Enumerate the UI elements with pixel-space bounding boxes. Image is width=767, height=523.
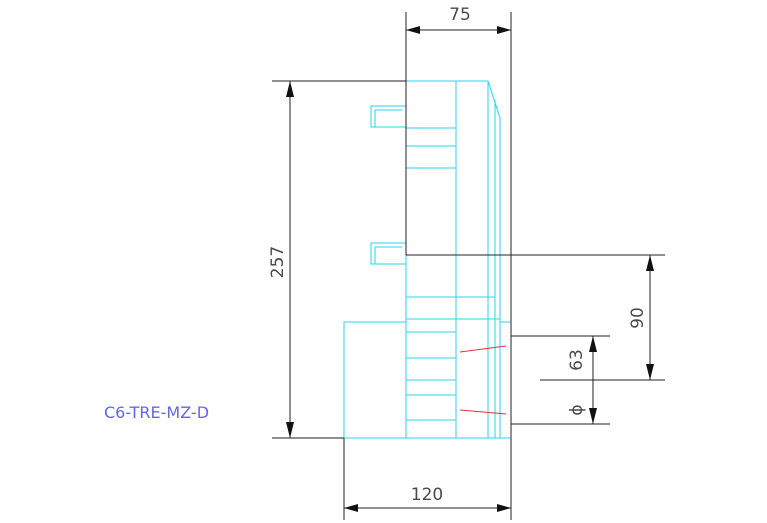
dim-top-width: 75 [449,5,471,25]
dim-overall-height: 257 [268,246,288,278]
dim-diameter-value: 63 [567,349,587,371]
center-marks [459,345,507,415]
dim-diameter-symbol: ϕ [567,404,587,415]
dim-bottom-width: 120 [411,485,443,505]
part-label: C6-TRE-MZ-D [104,403,209,422]
dim-right-offset: 90 [628,307,648,329]
dimension-lines [272,12,665,520]
part-outline [343,80,512,439]
